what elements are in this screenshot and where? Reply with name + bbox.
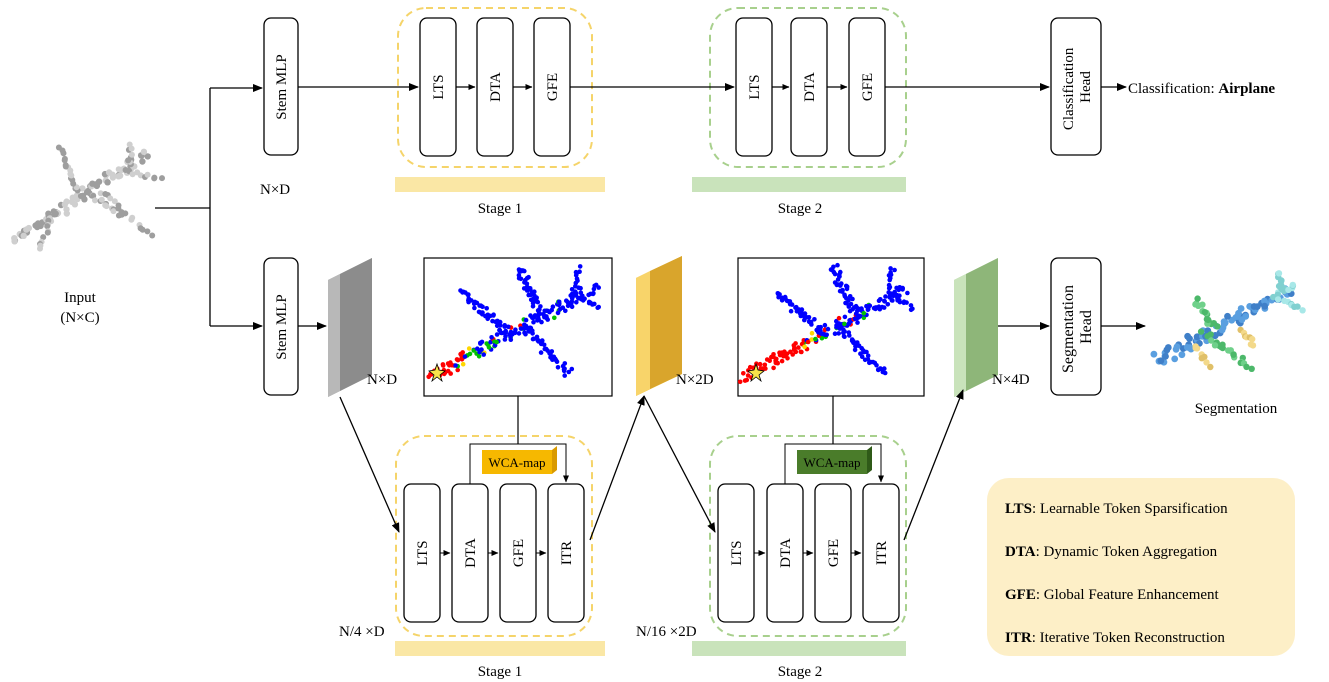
- feature-map-1: [328, 258, 372, 397]
- bottom-stage1-dta-block: DTA: [451, 483, 489, 623]
- top-stage2-lts-block: LTS: [735, 17, 773, 157]
- bottom-stage2-itr-block: ITR: [862, 483, 900, 623]
- bottom-stage2-lts-block: LTS: [717, 483, 755, 623]
- svg-text:LTS: Learnable Token Sparsific: LTS: Learnable Token Sparsification: [1005, 501, 1228, 517]
- top-stage1-label: Stage 1: [478, 201, 523, 217]
- feature-map-3: [954, 258, 998, 397]
- attention-visualization-1: [423, 257, 613, 397]
- svg-text:GFE: Global Feature Enhancemen: GFE: Global Feature Enhancement: [1005, 587, 1220, 603]
- top-dim-label: N×D: [260, 182, 290, 198]
- bottom-stage1-bar: [395, 641, 605, 656]
- svg-text:LTS: LTS: [415, 540, 431, 565]
- svg-text:LTS: LTS: [729, 540, 745, 565]
- bottom-stage2-label: Stage 2: [778, 664, 823, 680]
- top-stage1-gfe-block: GFE: [533, 17, 571, 157]
- legend-item-lts: LTS: Learnable Token Sparsification: [1005, 501, 1228, 517]
- bottom-stage2-arrows: [754, 443, 884, 556]
- svg-text:GFE: GFE: [826, 539, 842, 567]
- top-stage2-dta-block: DTA: [790, 17, 828, 157]
- attention-visualization-2: [737, 257, 925, 397]
- bottom-stage2-wca-map: WCA-map: [797, 446, 872, 474]
- bottom-stage1-itr-block: ITR: [547, 483, 585, 623]
- feature-map-2: [636, 256, 682, 396]
- svg-text:DTA: DTA: [802, 72, 818, 102]
- top-stem-mlp-block: Stem MLP: [263, 17, 299, 156]
- svg-text:Stem MLP: Stem MLP: [274, 294, 290, 359]
- svg-text:GFE: GFE: [545, 73, 561, 101]
- legend-item-itr: ITR: Iterative Token Reconstruction: [1005, 630, 1225, 646]
- bottom-flow-arrows: [339, 389, 964, 541]
- top-stage2-label: Stage 2: [778, 201, 823, 217]
- svg-text:ITR: ITR: [559, 541, 575, 565]
- bottom-down2-dim: N/16 ×2D: [636, 624, 697, 640]
- input-point-cloud-image: [11, 141, 165, 252]
- bottom-down1-dim: N/4 ×D: [339, 624, 385, 640]
- top-stage1-bar: [395, 177, 605, 192]
- bottom-stage1-gfe-block: GFE: [499, 483, 537, 623]
- segmentation-output-image: [1150, 270, 1306, 372]
- top-stage1-dta-block: DTA: [476, 17, 514, 157]
- svg-text:GFE: GFE: [511, 539, 527, 567]
- top-stage1-lts-block: LTS: [419, 17, 457, 157]
- feature-map-3-dim: N×4D: [992, 372, 1030, 388]
- segmentation-head-line2: Head: [1078, 310, 1095, 344]
- bottom-stage1-arrows: [440, 443, 569, 556]
- svg-text:Segmentation Head: Segmentation Head: [1060, 281, 1095, 373]
- svg-text:DTA: DTA: [778, 538, 794, 568]
- svg-text:Classification Head: Classification Head: [1061, 44, 1094, 130]
- svg-text:WCA-map: WCA-map: [488, 455, 545, 470]
- classification-head-block: Classification Head: [1050, 17, 1102, 156]
- segmentation-output-label: Segmentation: [1195, 401, 1278, 417]
- feature-map-2-dim: N×2D: [676, 372, 714, 388]
- segmentation-head-line1: Segmentation: [1060, 285, 1077, 373]
- bottom-stage2-gfe-block: GFE: [814, 483, 852, 623]
- bottom-stem-mlp-block: Stem MLP: [263, 257, 299, 396]
- segmentation-head-block: Segmentation Head: [1050, 257, 1102, 396]
- legend-item-gfe: GFE: Global Feature Enhancement: [1005, 587, 1220, 603]
- top-stage2-bar: [692, 177, 906, 192]
- input-shape-label: (N×C): [60, 310, 99, 326]
- feature-map-1-dim: N×D: [367, 372, 397, 388]
- bottom-stage2-dta-block: DTA: [766, 483, 804, 623]
- top-stage2-gfe-block: GFE: [848, 17, 886, 157]
- svg-text:WCA-map: WCA-map: [803, 455, 860, 470]
- svg-text:Stem MLP: Stem MLP: [274, 54, 290, 119]
- legend-panel: LTS: Learnable Token Sparsification DTA:…: [987, 478, 1295, 656]
- bottom-stage1-wca-map: WCA-map: [482, 446, 557, 474]
- bottom-stage2-bar: [692, 641, 906, 656]
- svg-text:GFE: GFE: [860, 73, 876, 101]
- legend-item-dta: DTA: Dynamic Token Aggregation: [1005, 544, 1218, 560]
- classification-head-line2: Head: [1078, 71, 1094, 103]
- bottom-stage1-label: Stage 1: [478, 664, 523, 680]
- svg-text:LTS: LTS: [431, 74, 447, 99]
- svg-text:DTA: DTA: [463, 538, 479, 568]
- bottom-stage1-lts-block: LTS: [403, 483, 441, 623]
- input-label: Input: [64, 290, 96, 306]
- svg-text:DTA: Dynamic Token Aggregation: DTA: Dynamic Token Aggregation: [1005, 544, 1218, 560]
- classification-head-line1: Classification: [1061, 47, 1077, 130]
- input-split-connector: [155, 84, 263, 330]
- svg-text:ITR: ITR: [874, 541, 890, 565]
- svg-text:LTS: LTS: [747, 74, 763, 99]
- svg-text:ITR: Iterative Token Reconstru: ITR: Iterative Token Reconstruction: [1005, 630, 1225, 646]
- classification-output: Classification: Airplane: [1128, 81, 1275, 97]
- svg-text:DTA: DTA: [488, 72, 504, 102]
